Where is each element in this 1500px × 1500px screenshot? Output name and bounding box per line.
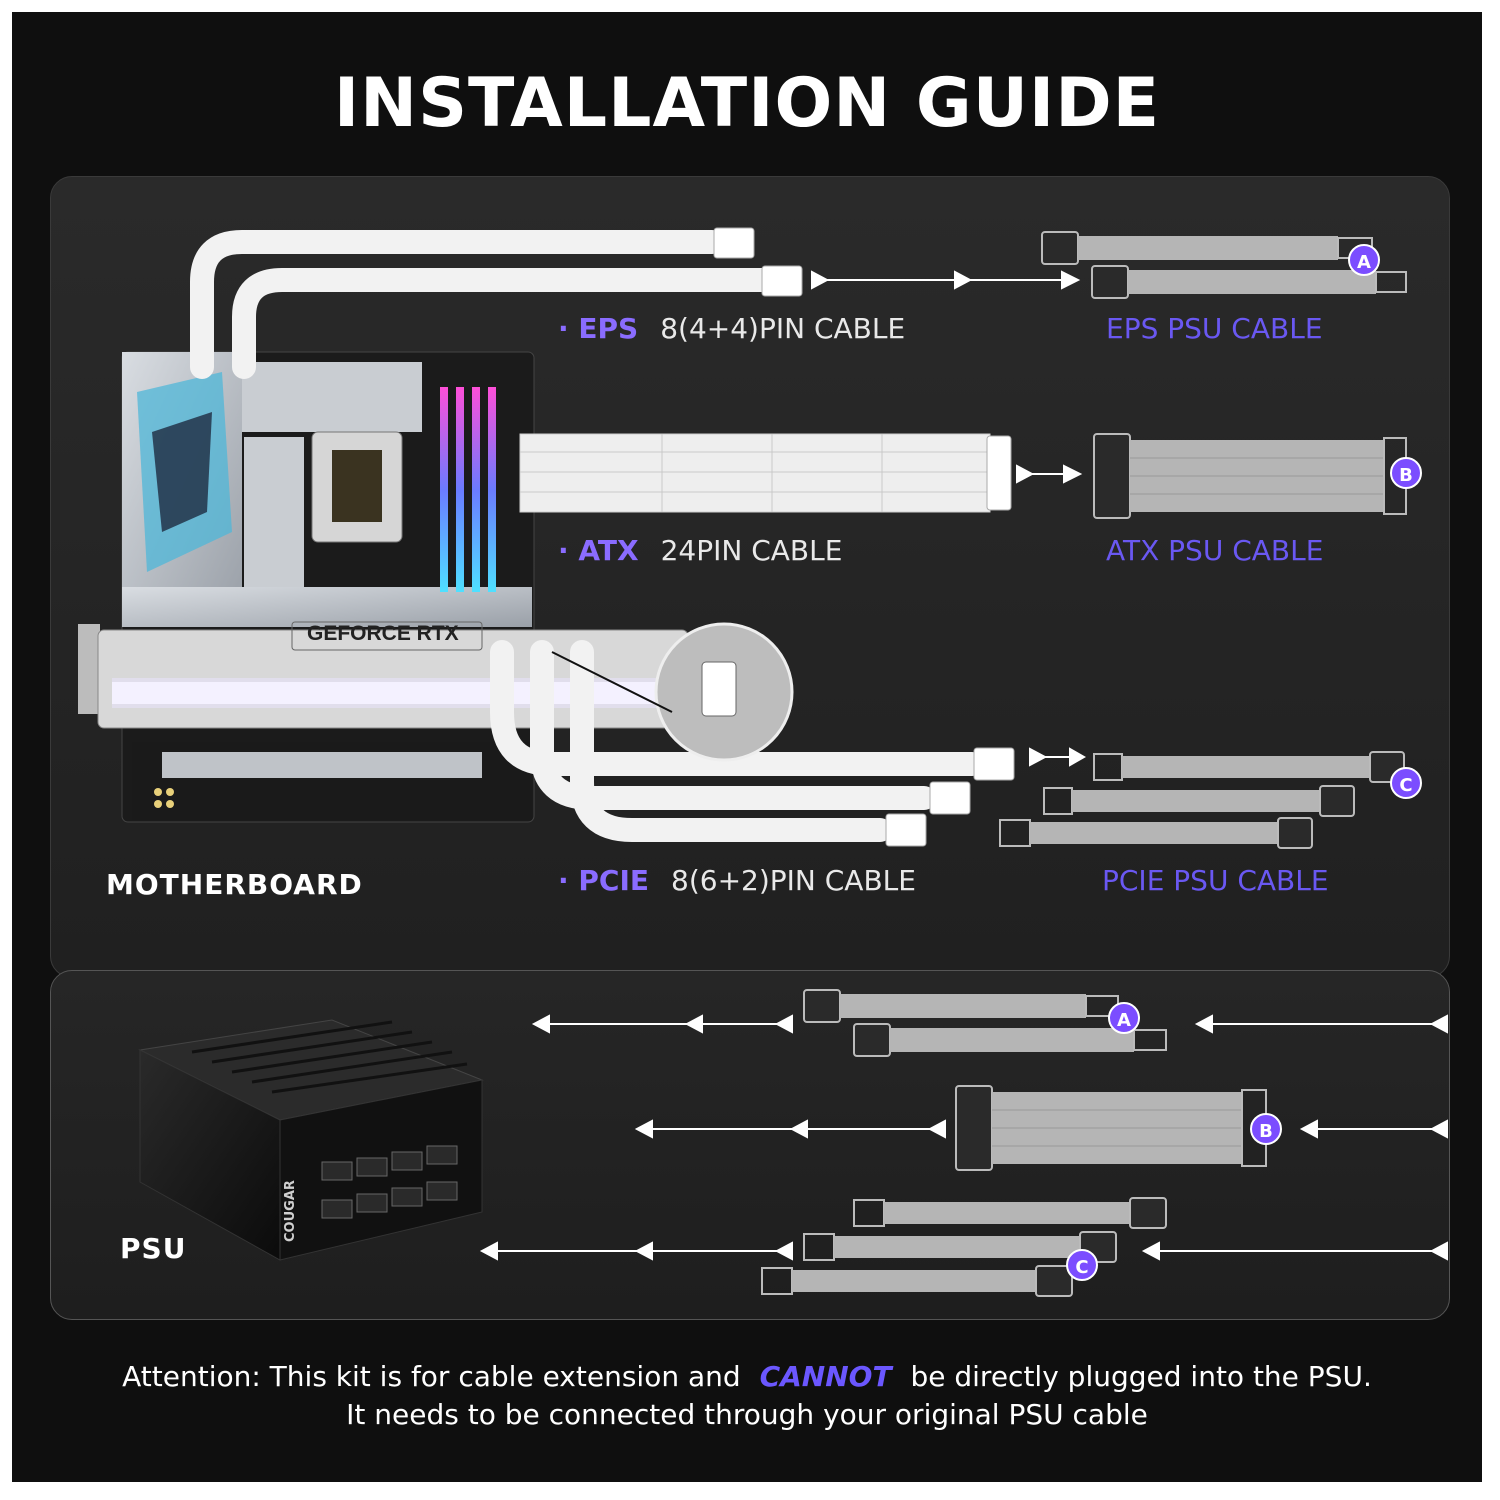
eps-psu-cable <box>1041 231 1407 299</box>
attention-prefix: Attention: This kit is for cable extensi… <box>122 1360 741 1393</box>
eps-connector-1 <box>713 227 755 259</box>
pcie-connector-2 <box>929 781 971 815</box>
atx-connector <box>986 435 1012 511</box>
eps-connector-2 <box>761 265 803 297</box>
pcie-extension-cable <box>490 640 984 842</box>
badge-a-icon: A <box>1108 1002 1140 1034</box>
attention-line2: It needs to be connected through your or… <box>346 1398 1148 1431</box>
guide-frame: INSTALLATION GUIDE <box>12 12 1482 1482</box>
arrow-right-icon <box>811 270 1087 767</box>
svg-text:A: A <box>1117 1010 1131 1031</box>
badge-b-icon: B <box>1390 457 1422 489</box>
svg-text:C: C <box>1399 775 1412 796</box>
attention-emphasis: CANNOT <box>759 1360 892 1393</box>
svg-text:B: B <box>1399 465 1413 486</box>
atx-psu-cable <box>1093 433 1407 519</box>
badge-b-icon: B <box>1250 1113 1282 1145</box>
pcie-psu-label: PCIE PSU CABLE <box>1102 864 1329 897</box>
pcie-connector-1 <box>973 747 1015 781</box>
attention-note: Attention: This kit is for cable extensi… <box>12 1358 1482 1434</box>
motherboard-image <box>121 351 535 823</box>
atx-extension-cable <box>519 433 991 513</box>
pcie-psu-cable <box>999 751 1405 849</box>
svg-text:C: C <box>1075 1257 1088 1278</box>
badge-c-icon: C <box>1066 1249 1098 1281</box>
eps-extension-cable <box>190 230 774 379</box>
psu-eps-cable <box>803 989 1167 1057</box>
badge-a-icon: A <box>1348 244 1380 276</box>
badge-c-icon: C <box>1390 767 1422 799</box>
pcie-connector-3 <box>885 813 927 847</box>
psu-atx-cable <box>955 1085 1267 1171</box>
arrow-left-icon <box>479 1014 1448 1261</box>
page-title: INSTALLATION GUIDE <box>333 64 1161 143</box>
atx-psu-label: ATX PSU CABLE <box>1106 534 1324 567</box>
psu-pcie-cable <box>761 1197 1167 1297</box>
illustration: GEFORCE RTX <box>78 227 1448 1297</box>
psu-brand: COUGAR <box>283 1180 298 1242</box>
eps-psu-label: EPS PSU CABLE <box>1106 312 1323 345</box>
svg-text:A: A <box>1357 252 1371 273</box>
psu-label: PSU <box>120 1232 187 1265</box>
attention-suffix: be directly plugged into the PSU. <box>910 1360 1372 1393</box>
gpu-label: GEFORCE RTX <box>307 622 459 645</box>
psu-image: COUGAR <box>138 1019 484 1261</box>
motherboard-label: MOTHERBOARD <box>106 868 363 901</box>
svg-text:B: B <box>1259 1121 1273 1142</box>
